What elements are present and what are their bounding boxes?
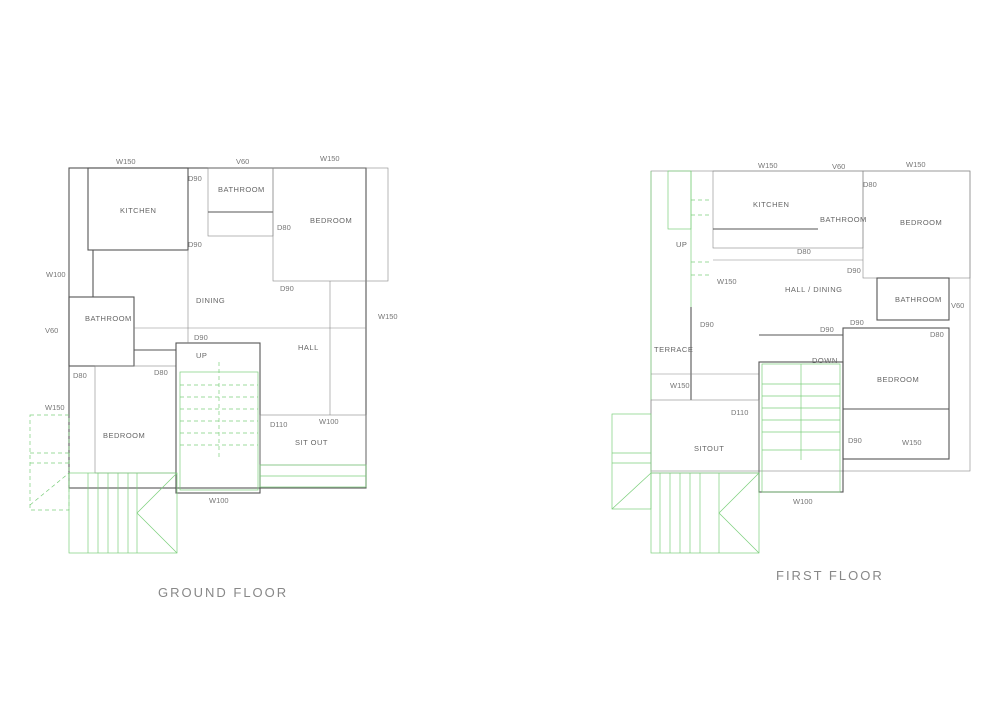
first-floor-plan bbox=[611, 170, 971, 554]
opening-label: V60 bbox=[45, 326, 58, 335]
opening-label: W150 bbox=[670, 381, 690, 390]
room-label: SITOUT bbox=[694, 444, 724, 453]
ff-kitchen bbox=[712, 170, 864, 249]
opening-label: W100 bbox=[793, 497, 813, 506]
opening-label: D90 bbox=[700, 320, 714, 329]
opening-label: D80 bbox=[930, 330, 944, 339]
room-label: BEDROOM bbox=[900, 218, 942, 227]
opening-label: W150 bbox=[378, 312, 398, 321]
ground-floor-title: GROUND FLOOR bbox=[158, 585, 288, 600]
room-label: SIT OUT bbox=[295, 438, 328, 447]
room-label: BATHROOM bbox=[85, 314, 132, 323]
room-label: HALL / DINING bbox=[785, 285, 842, 294]
room-label: UP bbox=[196, 351, 207, 360]
room-label: TERRACE bbox=[654, 345, 693, 354]
opening-label: D90 bbox=[847, 266, 861, 275]
opening-label: W100 bbox=[209, 496, 229, 505]
first-floor-title: FIRST FLOOR bbox=[776, 568, 884, 583]
opening-label: D90 bbox=[194, 333, 208, 342]
opening-label: D80 bbox=[797, 247, 811, 256]
room-label: BEDROOM bbox=[310, 216, 352, 225]
room-label: UP bbox=[676, 240, 687, 249]
opening-label: W150 bbox=[717, 277, 737, 286]
opening-label: W150 bbox=[906, 160, 926, 169]
ground-floor-labels: KITCHEN BATHROOM BEDROOM DINING BATHROOM… bbox=[45, 154, 398, 600]
opening-label: D90 bbox=[850, 318, 864, 327]
room-label: BEDROOM bbox=[103, 431, 145, 440]
room-label: KITCHEN bbox=[120, 206, 156, 215]
opening-label: D110 bbox=[731, 408, 748, 417]
opening-label: D80 bbox=[73, 371, 87, 380]
opening-label: D80 bbox=[154, 368, 168, 377]
opening-label: W150 bbox=[320, 154, 340, 163]
gf-bedroom-top bbox=[272, 167, 389, 282]
room-label: BATHROOM bbox=[218, 185, 265, 194]
room-label: BATHROOM bbox=[895, 295, 942, 304]
opening-label: D90 bbox=[188, 240, 202, 249]
opening-label: W150 bbox=[902, 438, 922, 447]
opening-label: D90 bbox=[848, 436, 862, 445]
room-label: BATHROOM bbox=[820, 215, 867, 224]
gf-bathroom-left bbox=[68, 296, 135, 367]
room-label: DINING bbox=[196, 296, 225, 305]
opening-label: D80 bbox=[277, 223, 291, 232]
opening-label: W100 bbox=[319, 417, 339, 426]
ff-bathroom bbox=[876, 277, 950, 321]
ground-floor-plan bbox=[29, 167, 389, 554]
opening-label: W150 bbox=[758, 161, 778, 170]
room-label: DOWN bbox=[812, 356, 838, 365]
opening-label: D90 bbox=[280, 284, 294, 293]
opening-label: W150 bbox=[116, 157, 136, 166]
opening-label: V60 bbox=[236, 157, 249, 166]
opening-label: D90 bbox=[820, 325, 834, 334]
gf-bathroom-top bbox=[207, 167, 274, 237]
room-label: HALL bbox=[298, 343, 319, 352]
opening-label: V60 bbox=[951, 301, 964, 310]
gf-stair bbox=[175, 342, 261, 494]
opening-label: D90 bbox=[188, 174, 202, 183]
gf-bedroom-left bbox=[94, 365, 177, 474]
opening-label: W150 bbox=[45, 403, 65, 412]
room-label: BEDROOM bbox=[877, 375, 919, 384]
first-floor-labels: KITCHEN BATHROOM BEDROOM HALL / DINING B… bbox=[654, 160, 964, 583]
opening-label: D80 bbox=[863, 180, 877, 189]
opening-label: V60 bbox=[832, 162, 845, 171]
opening-label: D110 bbox=[270, 420, 287, 429]
gf-kitchen bbox=[87, 167, 189, 251]
room-label: KITCHEN bbox=[753, 200, 789, 209]
opening-label: W100 bbox=[46, 270, 66, 279]
